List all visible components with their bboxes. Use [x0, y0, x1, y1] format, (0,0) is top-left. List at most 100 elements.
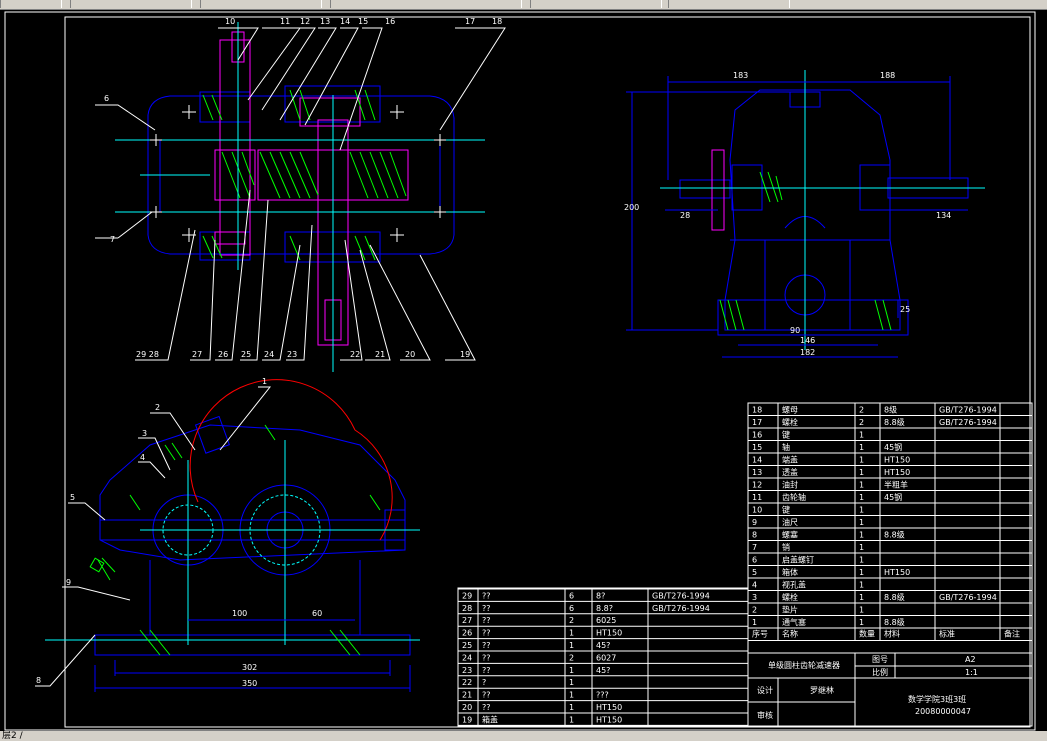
- toolbar-segment[interactable]: [330, 0, 522, 8]
- dim-label: 100: [232, 609, 247, 618]
- title-block: [747, 652, 1033, 727]
- bom-cell: 28: [462, 604, 472, 613]
- bom-cell: GB/T276-1994: [652, 604, 710, 613]
- bom-cell: 2: [752, 606, 757, 615]
- balloon-label: 2: [155, 403, 160, 412]
- bom-cell: 3: [752, 593, 757, 602]
- bom-cell: 24: [462, 653, 472, 662]
- balloon-label: 7: [110, 235, 115, 244]
- bom-cell: 6: [752, 556, 757, 565]
- bom-cell: 齿轮轴: [782, 492, 806, 502]
- bom-cell: HT150: [596, 715, 622, 724]
- bom-cell: 1: [859, 481, 864, 490]
- bom-cell: HT150: [596, 629, 622, 638]
- cad-drawing-canvas[interactable]: 10 11 12 13 14 15 16 17 18 6 7 29 28 27 …: [0, 9, 1047, 731]
- top-leaders: [95, 27, 506, 361]
- school-line1: 数学学院3班3班: [908, 694, 966, 704]
- bom-cell: 13: [752, 468, 762, 477]
- bom-header-cell: 数量: [859, 629, 875, 639]
- balloon-label: 1: [262, 377, 267, 386]
- balloon-label: 18: [492, 17, 502, 26]
- bom-cell: 14: [752, 456, 762, 465]
- bom-cell: 1: [569, 691, 574, 700]
- side-dimensions: [626, 76, 968, 358]
- bom-cell: 1: [859, 568, 864, 577]
- bom-cell: ??: [482, 666, 491, 675]
- balloon-label: 21: [375, 350, 385, 359]
- toolbar-segment[interactable]: [200, 0, 322, 8]
- bom-cell: 端盖: [782, 455, 798, 465]
- bom-header-cell: 标准: [939, 629, 955, 639]
- front-dim-labels: 100 60 302 350: [232, 609, 322, 688]
- bom-cell: 4: [752, 581, 757, 590]
- bom-cell: ??: [482, 629, 491, 638]
- toolbar-segment[interactable]: [668, 0, 790, 8]
- balloon-label: 25: [241, 350, 251, 359]
- bom-cell: 21: [462, 691, 472, 700]
- status-bar: 层2 /: [0, 731, 1047, 741]
- bom-cell: GB/T276-1994: [939, 593, 997, 602]
- bom-cell: 6: [569, 604, 574, 613]
- bom-cell: 1: [569, 703, 574, 712]
- bom-cell: 垫片: [782, 605, 798, 615]
- sheet-value: A2: [965, 655, 976, 664]
- bom-cell: 箱体: [782, 567, 798, 577]
- bom-cell: 键: [782, 505, 790, 515]
- balloon-label: 24: [264, 350, 274, 359]
- bom-cell: 26: [462, 629, 472, 638]
- balloon-label: 11: [280, 17, 290, 26]
- bom-cell: 半粗羊: [884, 480, 908, 490]
- bom-cell: GB/T276-1994: [939, 406, 997, 415]
- bom-cell: ??: [482, 616, 491, 625]
- bom-cell: 2: [859, 418, 864, 427]
- bom-cell: 箱盖: [482, 714, 498, 724]
- inner-frame: [64, 16, 1031, 728]
- dim-label: 350: [242, 679, 257, 688]
- bom-cell: 1: [752, 618, 757, 627]
- bom-cell: 1: [859, 456, 864, 465]
- designer-name: 罗继林: [810, 685, 834, 695]
- outer-frame: [4, 11, 1036, 731]
- bom-cell: 8.8级: [884, 592, 905, 602]
- bom-cell: 11: [752, 493, 762, 502]
- bom-cell: 22: [462, 678, 472, 687]
- balloon-label: 16: [385, 17, 395, 26]
- school-line2: 20080000047: [915, 707, 971, 716]
- bom-cell: 23: [462, 666, 472, 675]
- side-dim-labels: 183 188 200 28 134 90 146 182 25: [624, 71, 951, 357]
- scale-value: 1:1: [965, 668, 978, 677]
- bom-cell: 螺栓: [782, 417, 798, 427]
- bom-header-cell: 材料: [884, 629, 900, 639]
- bom-cell: 6027: [596, 653, 616, 662]
- sheet-label: 图号: [872, 655, 888, 664]
- scale-label: 比例: [872, 667, 888, 677]
- dim-label: 28: [680, 211, 690, 220]
- toolbar-segment[interactable]: [0, 0, 62, 8]
- bom-cell: 启盖螺钉: [782, 555, 814, 565]
- toolbar-segment[interactable]: [70, 0, 192, 8]
- bom-cell: 20: [462, 703, 472, 712]
- dim-label: 302: [242, 663, 257, 672]
- bom-cell: 1: [859, 543, 864, 552]
- title-block-text: 单级圆柱齿轮减速器 图号 A2 比例 1:1 设计 罗继林 审核 数学学院3班3…: [757, 655, 978, 720]
- balloon-label: 9: [66, 578, 71, 587]
- balloon-label: 4: [140, 453, 145, 462]
- bom-cell: ??: [482, 641, 491, 650]
- bom-cell: 12: [752, 481, 762, 490]
- dim-label: 90: [790, 326, 800, 335]
- bom-cell: 螺塞: [782, 530, 798, 540]
- bom-cell: 45钢: [884, 492, 902, 502]
- bom-cell: 1: [569, 715, 574, 724]
- toolbar-segment[interactable]: [530, 0, 662, 8]
- dim-label: 188: [880, 71, 895, 80]
- bom-cell: 29: [462, 591, 472, 600]
- balloon-label: 3: [142, 429, 147, 438]
- bom-cell: HT150: [596, 703, 622, 712]
- top-balloons: 10 11 12 13 14 15 16 17 18 6 7 29 28 27 …: [104, 17, 502, 359]
- bom-cell: 15: [752, 443, 762, 452]
- bom-cell: 1: [859, 443, 864, 452]
- bom-cell: ??: [482, 653, 491, 662]
- bom-cell: 1: [859, 493, 864, 502]
- bom-cell: 5: [752, 568, 757, 577]
